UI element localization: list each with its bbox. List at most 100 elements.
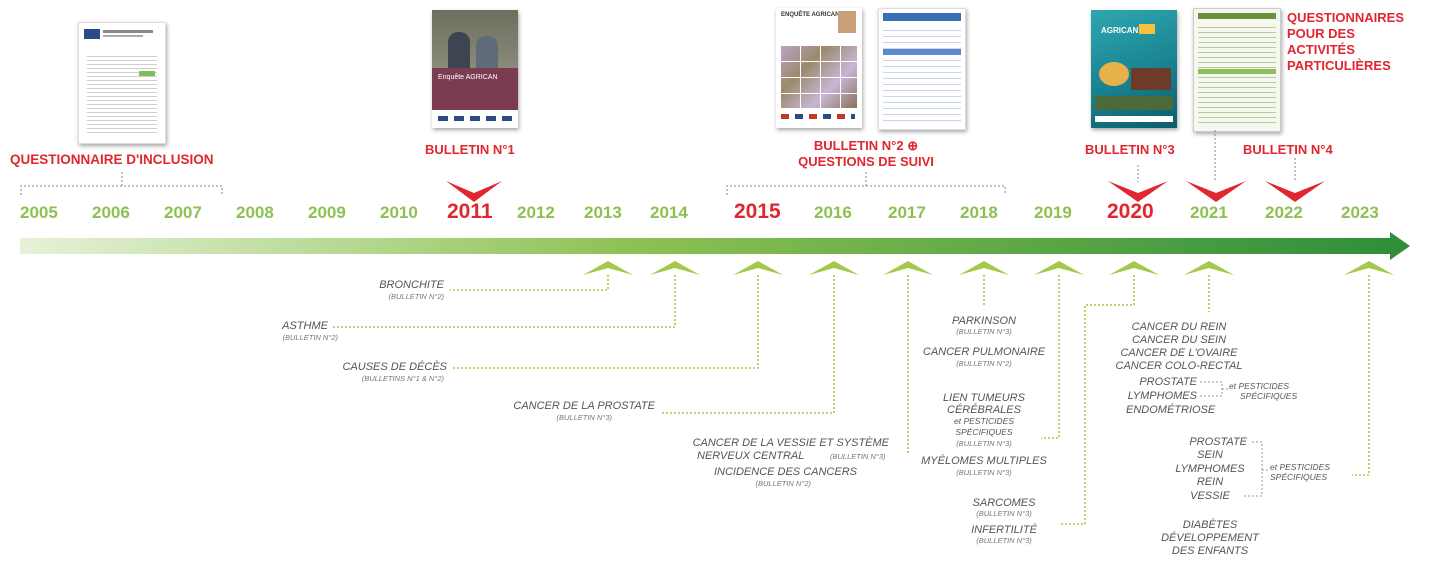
- topic-list2-vessie: VESSIE: [1190, 490, 1230, 502]
- topic-lymphomes-2020: LYMPHOMES: [1127, 390, 1197, 402]
- year-2007: 2007: [164, 203, 202, 222]
- topic-lien-tumeurs-line4: SPÉCIFIQUES: [955, 427, 1013, 437]
- topic-asthme-source: (BULLETIN N°2): [282, 333, 338, 342]
- bulletin-3-chevron: [1108, 181, 1168, 202]
- topic-endometriose: ENDOMÉTRIOSE: [1126, 404, 1216, 416]
- topic-lien-tumeurs-line3: et PESTICIDES: [954, 416, 1014, 426]
- topic-cancer-pulmonaire-source: (BULLETIN N°2): [956, 359, 1012, 368]
- asthme-connector: [332, 275, 676, 328]
- bulletin-1-cover-title: Enquête AGRICAN: [438, 74, 498, 81]
- topic-list2-prostate: PROSTATE: [1189, 436, 1247, 448]
- year-2015: 2015: [734, 200, 781, 223]
- year-2021: 2021: [1190, 203, 1228, 222]
- topic-asthme: ASTHME: [282, 320, 328, 332]
- topic-list2-sein: SEIN: [1197, 449, 1223, 461]
- topic-parkinson: PARKINSON: [952, 315, 1016, 327]
- chevron-2014: [650, 261, 700, 275]
- inclusion-questionnaire-label: QUESTIONNAIRE D'INCLUSION: [10, 152, 214, 167]
- bulletin-3-label: BULLETIN N°3: [1085, 142, 1175, 157]
- chevron-2021: [1184, 261, 1234, 275]
- topic-diabetes-line3: DES ENFANTS: [1171, 545, 1249, 557]
- pesticides-note-2-line1: et PESTICIDES: [1270, 462, 1330, 472]
- bulletin-2-bracket: [726, 172, 1006, 195]
- topic-cancer-vessie-source: (BULLETIN N°3): [830, 452, 886, 461]
- topic-bronchite-source: (BULLETIN N°2): [388, 292, 444, 301]
- topic-causes-deces-source: (BULLETINS N°1 & N°2): [361, 374, 444, 383]
- year-2023: 2023: [1341, 203, 1379, 222]
- topic-bronchite: BRONCHITE: [379, 279, 444, 291]
- year-2013: 2013: [584, 203, 622, 222]
- year-2012: 2012: [517, 203, 555, 222]
- topic-cancer-prostate: CANCER DE LA PROSTATE: [513, 400, 655, 412]
- inclusion-bracket: [20, 172, 223, 195]
- follow-up-questions-form: [878, 8, 966, 130]
- bulletin-2-cover-title: ENQUÊTE AGRICAN: [781, 12, 840, 18]
- bulletin-2-label-line2: QUESTIONS DE SUIVI: [798, 154, 934, 169]
- chevron-2013: [583, 261, 633, 275]
- bronchite-connector: [450, 275, 609, 291]
- bulletin-3-cover-title: AGRICAN: [1101, 26, 1139, 35]
- chevron-2017: [883, 261, 933, 275]
- particular-activities-questionnaire: [1193, 8, 1281, 132]
- topic-cancer-colo-rectal: CANCER COLO-RECTAL: [1115, 360, 1243, 372]
- pesticides-note-2-line2: SPÉCIFIQUES: [1270, 472, 1328, 482]
- year-2009: 2009: [308, 203, 346, 222]
- infertilite-connector: [1061, 275, 1135, 525]
- particular-activities-label-line2: POUR DES: [1287, 26, 1355, 41]
- prostate-connector: [660, 275, 835, 414]
- timeline-arrow-head: [1390, 232, 1410, 260]
- topic-cancer-rein: CANCER DU REIN: [1131, 321, 1227, 333]
- topic-parkinson-source: (BULLETIN N°3): [956, 327, 1012, 336]
- topic-infertilite-source: (BULLETIN N°3): [976, 536, 1032, 545]
- inclusion-questionnaire-thumbnail: [78, 22, 166, 144]
- diabetes-connector: [1352, 275, 1370, 476]
- topic-cancer-vessie-line1: CANCER DE LA VESSIE ET SYSTÈME: [692, 437, 889, 449]
- topic-causes-deces: CAUSES DE DÉCÈS: [342, 361, 447, 373]
- year-2016: 2016: [814, 203, 852, 222]
- topic-list2-lymphomes: LYMPHOMES: [1175, 463, 1245, 475]
- bulletin-4-label: BULLETIN N°4: [1243, 142, 1333, 157]
- bulletin-2-cover: ENQUÊTE AGRICAN: [776, 8, 862, 128]
- particular-activities-label-line1: QUESTIONNAIRES: [1287, 10, 1405, 25]
- bulletin-2-label-line1: BULLETIN N°2 ⊕: [813, 138, 919, 153]
- topic-prostate-2020: PROSTATE: [1139, 376, 1197, 388]
- topic-list2-rein: REIN: [1196, 476, 1224, 488]
- topic-infertilite: INFERTILITÉ: [971, 524, 1037, 536]
- topic-lien-tumeurs-line1: LIEN TUMEURS: [943, 392, 1025, 404]
- pesticides-brace-2: [1242, 441, 1268, 497]
- year-2019: 2019: [1034, 203, 1072, 222]
- topic-incidence-cancers-source: (BULLETIN N°2): [755, 479, 811, 488]
- particular-activities-label: QUESTIONNAIRES POUR DES ACTIVITÉS PARTIC…: [1287, 10, 1404, 74]
- year-2010: 2010: [380, 203, 418, 222]
- chevron-2016: [809, 261, 859, 275]
- bulletin-3-cover: AGRICAN: [1091, 10, 1177, 128]
- topic-diabetes-line2: DÉVELOPPEMENT: [1161, 532, 1259, 544]
- year-2011: 2011: [447, 200, 493, 223]
- topic-myelomes: MYÉLOMES MULTIPLES: [921, 455, 1047, 467]
- deces-connector: [453, 275, 759, 369]
- bulletin-1-label: BULLETIN N°1: [425, 142, 515, 157]
- topic-incidence-cancers: INCIDENCE DES CANCERS: [713, 466, 857, 478]
- topic-myelomes-source: (BULLETIN N°3): [956, 468, 1012, 477]
- topic-cancer-ovaire: CANCER DE L'OVAIRE: [1120, 347, 1238, 359]
- chevron-2018: [959, 261, 1009, 275]
- pesticides-note-1-line2: SPÉCIFIQUES: [1240, 391, 1298, 401]
- pesticides-brace-1: [1200, 381, 1228, 397]
- year-2018: 2018: [960, 203, 998, 222]
- topic-lien-tumeurs-source: (BULLETIN N°3): [956, 439, 1012, 448]
- chevron-2015: [733, 261, 783, 275]
- questionnaires-chevron: [1186, 181, 1246, 202]
- topic-diabetes-line1: DIABÈTES: [1182, 519, 1238, 531]
- year-2008: 2008: [236, 203, 274, 222]
- year-2017: 2017: [888, 203, 926, 222]
- topic-cancer-pulmonaire: CANCER PULMONAIRE: [922, 346, 1046, 358]
- bulletin-1-cover: Enquête AGRICAN: [432, 10, 518, 128]
- bulletin-1-chevron: [446, 181, 502, 202]
- year-2006: 2006: [92, 203, 130, 222]
- timeline-arrow-shaft: [20, 238, 1392, 254]
- chevron-2020: [1109, 261, 1159, 275]
- chevron-2019: [1034, 261, 1084, 275]
- topic-sarcomes-source: (BULLETIN N°3): [976, 509, 1032, 518]
- pesticides-note-1-line1: et PESTICIDES: [1229, 381, 1289, 391]
